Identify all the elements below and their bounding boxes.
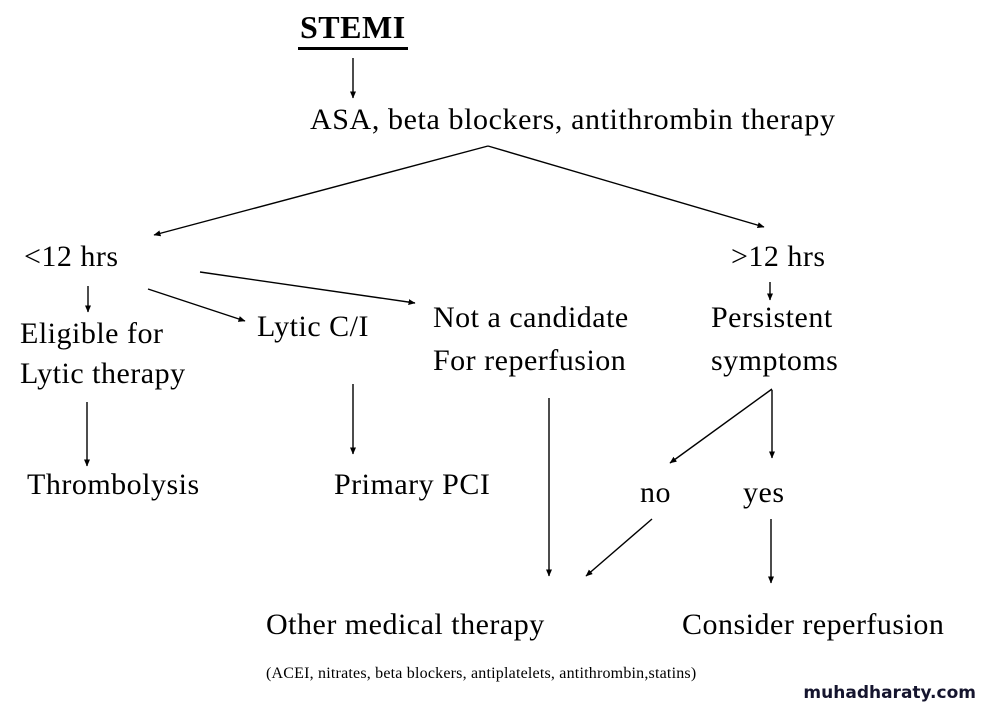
node-under-12hrs: <12 hrs (24, 240, 119, 273)
node-other-medical-therapy: Other medical therapy (266, 608, 545, 641)
node-no-label: no (640, 476, 671, 509)
arrow-under12-to-lytic-ci (147, 288, 246, 322)
arrow-initial-to-under-12hrs (153, 145, 489, 237)
node-lytic-contraindication: Lytic C/I (257, 310, 369, 343)
node-primary-pci: Primary PCI (334, 468, 491, 501)
arrow-no-to-other (585, 518, 653, 577)
node-other-medical-drug-note: (ACEI, nitrates, beta blockers, antiplat… (266, 665, 697, 682)
node-not-candidate-reperfusion: Not a candidate For reperfusion (433, 301, 629, 377)
node-eligible-lytic-therapy: Eligible for Lytic therapy (20, 317, 186, 390)
node-yes-label: yes (743, 476, 785, 509)
arrow-persistent-to-no (669, 388, 773, 464)
node-thrombolysis: Thrombolysis (27, 468, 200, 501)
node-initial-therapy: ASA, beta blockers, antithrombin therapy (310, 103, 836, 136)
node-stemi-title: STEMI (298, 9, 408, 50)
node-over-12hrs: >12 hrs (731, 240, 826, 273)
arrow-initial-to-over-12hrs (487, 145, 765, 229)
arrow-under12-to-not-candidate (199, 271, 416, 306)
node-persistent-symptoms: Persistent symptoms (711, 301, 839, 377)
node-consider-reperfusion: Consider reperfusion (682, 608, 945, 641)
site-watermark: muhadharaty.com (803, 683, 976, 703)
